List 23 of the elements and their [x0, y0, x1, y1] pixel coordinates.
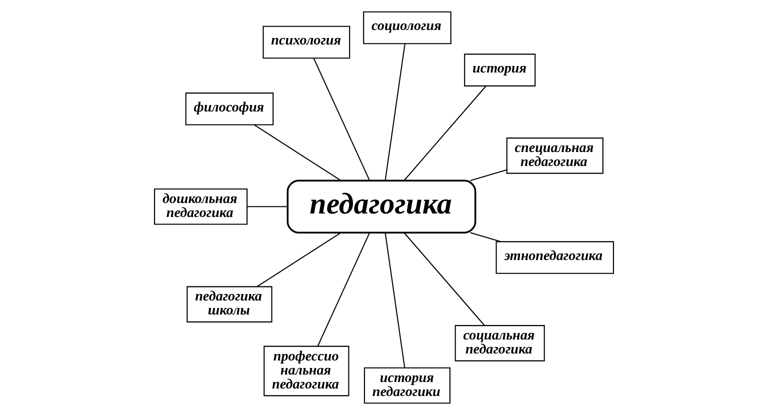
connector — [317, 232, 370, 346]
node-box: философия — [185, 92, 274, 126]
node-box: дошкольная педагогика — [154, 188, 248, 225]
node-box: этнопедагогика — [496, 241, 614, 274]
connector — [254, 124, 342, 181]
connector — [384, 44, 406, 181]
node-box: профессио нальная педагогика — [264, 346, 350, 396]
node-box: специальная педагогика — [506, 138, 604, 174]
connector — [470, 169, 507, 182]
connector — [470, 232, 501, 242]
connector — [384, 232, 406, 368]
node-box: история — [464, 54, 536, 86]
connector — [404, 86, 486, 181]
connector — [247, 206, 288, 208]
node-box: социология — [363, 11, 452, 44]
connector — [256, 232, 342, 287]
node-box: история педагогики — [364, 367, 450, 404]
node-box: психология — [262, 26, 350, 59]
node-box: педагогика — [286, 180, 476, 234]
connector — [313, 58, 370, 181]
node-box: педагогика школы — [186, 286, 272, 322]
connector — [404, 232, 485, 326]
node-box: социальная педагогика — [454, 325, 545, 362]
